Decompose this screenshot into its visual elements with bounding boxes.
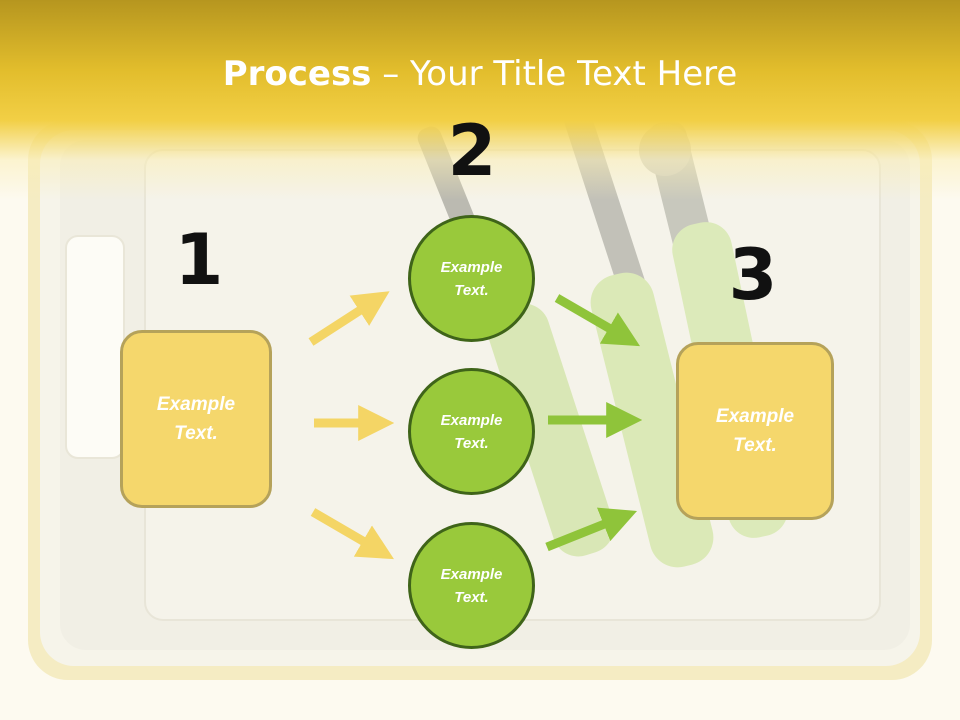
- step-number-2: 2: [447, 110, 497, 192]
- title-rest: – Your Title Text Here: [371, 54, 738, 94]
- right-box-text: Example Text.: [715, 406, 795, 456]
- left-example-box: Example Text.: [120, 330, 272, 508]
- arrow-to-top-circle: [308, 291, 390, 346]
- top-circle: Example Text.: [408, 215, 535, 342]
- page-title: Process – Your Title Text Here: [0, 52, 960, 96]
- header-band: [0, 0, 960, 200]
- middle-circle: Example Text.: [408, 368, 535, 495]
- title-bold: Process: [222, 54, 372, 94]
- step-number-3: 3: [728, 234, 778, 316]
- bottom-circle-text: Example Text.: [440, 565, 503, 606]
- top-circle-text: Example Text.: [440, 258, 503, 299]
- arrow-from-top-circle: [554, 294, 641, 347]
- right-example-box: Example Text.: [676, 342, 834, 520]
- bottom-circle: Example Text.: [408, 522, 535, 649]
- arrow-to-bottom-circle: [310, 508, 395, 560]
- left-box-text: Example Text.: [156, 394, 236, 444]
- arrow-from-bottom-circle: [545, 507, 638, 552]
- middle-circle-text: Example Text.: [440, 411, 503, 452]
- step-number-1: 1: [174, 219, 224, 301]
